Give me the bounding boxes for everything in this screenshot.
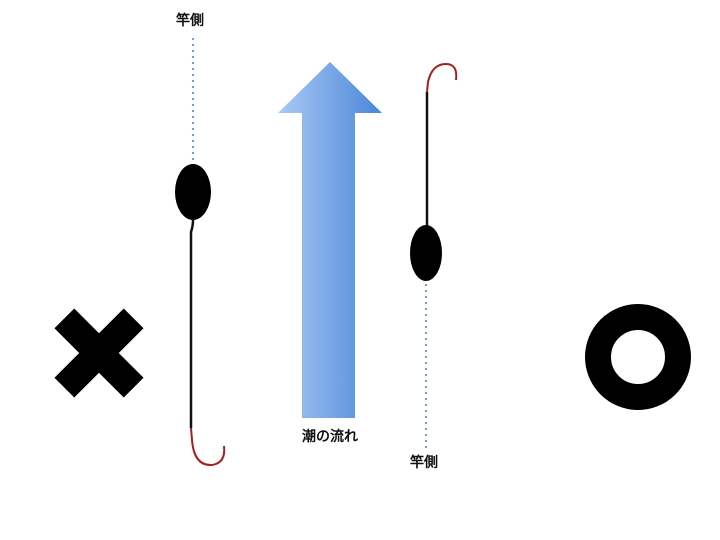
float-icon [410,225,442,281]
fishhook-icon [426,62,458,93]
rod-side-label-bottom: 竿側 [410,455,438,471]
incorrect-rig [175,38,226,467]
fishing-line [189,219,195,428]
cross-mark-icon [54,308,144,398]
arrow-up-icon [278,62,382,418]
float-icon [175,164,211,220]
circle-mark-icon [585,304,691,410]
correct-rig [410,62,458,452]
rod-side-label-top: 竿側 [176,13,204,29]
current-label: 潮の流れ [302,429,358,445]
current-arrow [278,62,382,418]
fishhook-icon [190,427,226,467]
